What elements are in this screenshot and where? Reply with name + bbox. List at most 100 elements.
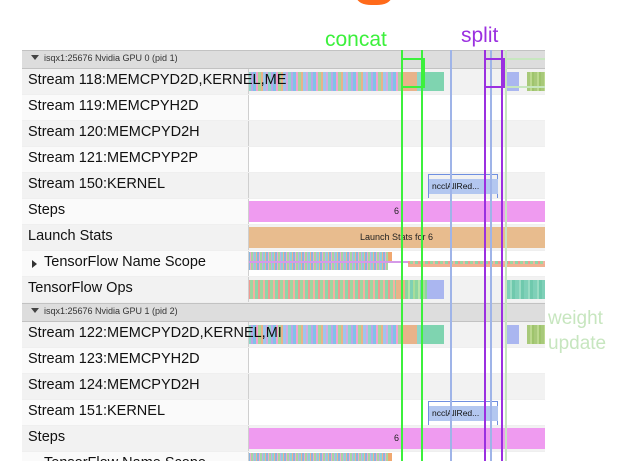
steps-bar[interactable]: 6 [248, 428, 545, 449]
expand-arrow-icon[interactable] [32, 260, 37, 268]
nccl-allreduce-bar[interactable]: ncclAllRed... [429, 179, 498, 194]
row-label-background [22, 69, 249, 94]
annotation-concat: concat [325, 28, 387, 51]
timeline-row[interactable]: Stream 118:MEMCPYD2D,KERNEL,ME [22, 69, 545, 95]
row-label: Stream 123:MEMCPYH2D [28, 351, 200, 367]
row-track[interactable]: ncclAllRed... [248, 400, 545, 425]
row-label-background [22, 400, 249, 425]
row-label: Stream 124:MEMCPYD2H [28, 377, 200, 393]
launch-stats-bar[interactable]: Launch Stats for 6 [248, 227, 545, 248]
timeline-row[interactable]: Launch Stats Launch Stats for 6 [22, 225, 545, 251]
row-track[interactable] [248, 121, 545, 146]
row-track[interactable] [248, 147, 545, 172]
timeline-row[interactable]: Stream 121:MEMCPYP2P [22, 147, 545, 173]
timeline-row[interactable]: Stream 123:MEMCPYH2D [22, 348, 545, 374]
row-label: Stream 121:MEMCPYP2P [28, 150, 199, 166]
track-segment[interactable] [519, 72, 527, 91]
track-segment[interactable] [423, 325, 444, 344]
track-segment[interactable] [248, 453, 388, 461]
track-segment[interactable] [506, 280, 545, 299]
track-segment[interactable] [388, 453, 392, 461]
timeline-row[interactable]: TensorFlow Ops [22, 277, 545, 303]
row-label-background [22, 374, 249, 399]
track-segment[interactable] [417, 72, 423, 91]
row-label-background [22, 348, 249, 373]
timeline-row[interactable]: Stream 124:MEMCPYD2H [22, 374, 545, 400]
steps-bar[interactable]: 6 [248, 201, 545, 222]
row-track[interactable] [248, 452, 545, 461]
row-label-background [22, 251, 249, 276]
timeline-row[interactable]: Stream 150:KERNEL ncclAllRed... [22, 173, 545, 199]
row-track[interactable] [248, 251, 545, 276]
timeline-row[interactable]: Steps 6 [22, 199, 545, 225]
row-track[interactable]: Launch Stats for 6 [248, 225, 545, 250]
track-segment[interactable] [444, 325, 506, 344]
nccl-allreduce-bar[interactable]: ncclAllRed... [429, 406, 498, 421]
group-header-label: isqx1:25676 Nvidia GPU 1 (pid 2) [44, 306, 178, 316]
caret-down-icon[interactable] [31, 55, 39, 60]
row-label: TensorFlow Ops [28, 280, 133, 296]
timeline-row[interactable]: Stream 119:MEMCPYH2D [22, 95, 545, 121]
row-track[interactable] [248, 95, 545, 120]
timeline-row[interactable]: Stream 122:MEMCPYD2D,KERNEL,MI [22, 322, 545, 348]
track-segment[interactable] [405, 280, 427, 299]
track-segment[interactable] [408, 264, 545, 267]
track-segment[interactable] [248, 263, 388, 270]
row-label: Steps [28, 202, 66, 218]
annotation-weight-line1: weight [548, 308, 603, 329]
row-track[interactable]: 6 [248, 199, 545, 224]
row-track[interactable]: ncclAllRed... [248, 173, 545, 198]
track-segment[interactable] [248, 280, 396, 299]
track-segment[interactable] [417, 325, 423, 344]
track-segment[interactable] [519, 325, 527, 344]
track-segment[interactable] [527, 325, 545, 344]
trace-viewer-panel[interactable]: isqx1:25676 Nvidia GPU 0 (pid 1) Stream 1… [22, 50, 545, 461]
row-label: Launch Stats [28, 228, 113, 244]
row-label: Stream 150:KERNEL [28, 176, 166, 192]
row-track[interactable]: 6 [248, 426, 545, 451]
track-segment[interactable] [506, 72, 519, 91]
row-track[interactable] [248, 277, 545, 302]
track-segment[interactable] [444, 72, 506, 91]
track-segment[interactable] [444, 280, 506, 299]
track-segment[interactable] [248, 72, 403, 91]
row-track[interactable] [248, 69, 545, 94]
row-label-background [22, 322, 249, 347]
row-label-background [22, 199, 249, 224]
track-segment[interactable] [427, 280, 444, 299]
row-track[interactable] [248, 374, 545, 399]
row-label-background [22, 95, 249, 120]
track-segment[interactable] [423, 72, 444, 91]
group-header-gpu0[interactable]: isqx1:25676 Nvidia GPU 0 (pid 1) [22, 50, 545, 69]
timeline-row[interactable]: TensorFlow Name Scope [22, 452, 545, 461]
row-label-background [22, 426, 249, 451]
row-label: Stream 122:MEMCPYD2D,KERNEL,MI [28, 325, 282, 341]
row-track[interactable] [248, 348, 545, 373]
row-label-background [22, 173, 249, 198]
row-label: Stream 118:MEMCPYD2D,KERNEL,ME [28, 72, 287, 88]
track-segment[interactable] [248, 325, 403, 344]
group-header-label: isqx1:25676 Nvidia GPU 0 (pid 1) [44, 53, 178, 63]
track-segment[interactable] [527, 72, 545, 91]
row-label-background [22, 452, 249, 461]
row-label: TensorFlow Name Scope [44, 254, 206, 270]
track-segment[interactable] [506, 325, 519, 344]
track-segment[interactable] [408, 261, 545, 264]
timeline-row[interactable]: TensorFlow Name Scope [22, 251, 545, 277]
track-segment[interactable] [396, 280, 405, 299]
annotation-weight-update: weight update [548, 306, 606, 356]
caret-down-icon[interactable] [31, 308, 39, 313]
track-segment[interactable] [403, 325, 417, 344]
track-segment[interactable] [248, 261, 545, 263]
clipped-orange-annotation [357, 0, 391, 5]
track-segment[interactable] [403, 72, 417, 91]
annotation-weight-line2: update [548, 333, 607, 354]
track-segment[interactable] [248, 252, 388, 261]
group-header-gpu1[interactable]: isqx1:25676 Nvidia GPU 1 (pid 2) [22, 303, 545, 322]
timeline-row[interactable]: Stream 120:MEMCPYD2H [22, 121, 545, 147]
track-segment[interactable] [388, 252, 392, 261]
row-track[interactable] [248, 322, 545, 347]
row-label-background [22, 147, 249, 172]
